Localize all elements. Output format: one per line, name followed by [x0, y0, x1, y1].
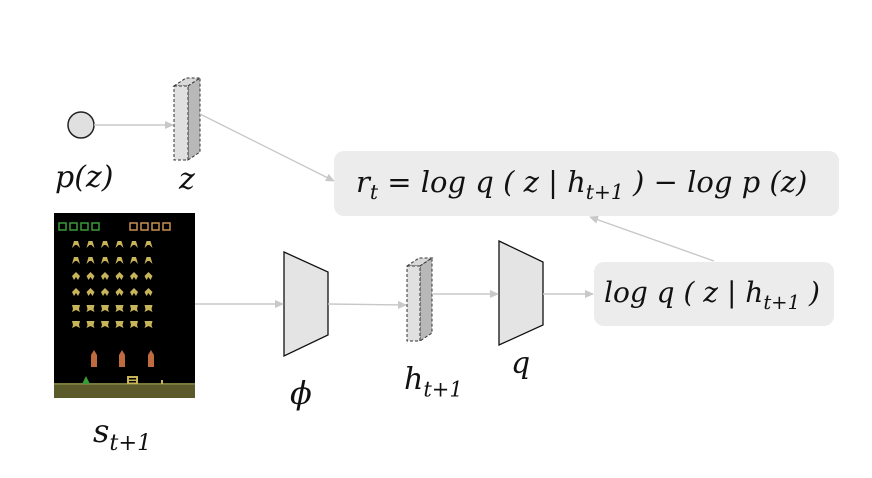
logq-text: log q ( z | h [604, 276, 764, 309]
logq-expression: log q ( z | ht+1 ) [604, 276, 820, 314]
hidden-subscript: t+1 [423, 377, 463, 402]
alien-sprite [72, 288, 80, 296]
alien-sprite [115, 321, 124, 328]
alien-sprite [130, 288, 138, 296]
alien-sprite [101, 321, 109, 328]
encoder-phi [283, 250, 329, 358]
reward-h-subscript: t+1 [585, 180, 624, 205]
arrow-phi-to-h [327, 300, 407, 309]
prior-node [67, 111, 95, 139]
hidden-symbol: h [404, 362, 424, 397]
reward-equation: rt = log q ( z | ht+1 ) − log p (z) [356, 165, 807, 204]
space-invaders-frame-icon [54, 213, 195, 398]
prior-label: p(z) [55, 160, 114, 195]
alien-sprite [130, 272, 138, 280]
alien-sprite [101, 288, 109, 296]
logq-close: ) [800, 276, 820, 309]
alien-sprite [115, 257, 124, 264]
hidden-label: ht+1 [404, 362, 463, 401]
alien-sprite [86, 321, 95, 328]
state-subscript: t+1 [109, 429, 152, 456]
alien-sprite [144, 272, 153, 280]
reward-subscript: t [369, 180, 379, 205]
alien-sprite [86, 272, 95, 280]
alien-sprite [72, 241, 80, 248]
reward-box [334, 151, 839, 216]
alien-sprite [101, 305, 109, 312]
alien-sprite [130, 241, 138, 248]
alien-sprite [72, 305, 80, 312]
alien-sprite [130, 257, 138, 264]
alien-sprite [130, 321, 138, 328]
latent-vector-z [172, 77, 202, 161]
arrow-logq-to-reward [589, 215, 715, 262]
alien-sprite [86, 288, 95, 296]
discriminator-label: q [511, 346, 531, 381]
alien-sprite [86, 241, 95, 248]
alien-sprite [115, 241, 124, 248]
alien-sprite [101, 272, 109, 280]
alien-sprite [101, 241, 109, 248]
alien-sprite [115, 305, 124, 312]
alien-sprite [101, 257, 109, 264]
alien-sprite [115, 272, 124, 280]
alien-sprite [72, 257, 80, 264]
logq-h-subscript: t+1 [763, 290, 801, 314]
logq-box [594, 262, 834, 326]
alien-sprite [144, 305, 153, 312]
state-label: st+1 [93, 412, 151, 456]
hidden-vector-h [405, 257, 434, 342]
alien-sprite [115, 288, 124, 296]
alien-sprite [72, 321, 80, 328]
encoder-label: ϕ [290, 374, 312, 412]
alien-sprite [130, 305, 138, 312]
reward-expr-a: = log q ( z | h [378, 165, 586, 199]
reward-expr-b: ) − log p (z) [623, 165, 808, 199]
alien-sprite [144, 241, 153, 248]
arrow-z-to-reward [199, 113, 335, 182]
alien-sprite [86, 305, 95, 312]
alien-sprite [144, 321, 153, 328]
latent-label: z [179, 162, 195, 197]
alien-sprite [72, 272, 80, 280]
state-symbol: s [93, 412, 110, 450]
discriminator-q [498, 239, 544, 347]
reward-symbol: r [356, 165, 370, 199]
alien-sprite [86, 257, 95, 264]
alien-sprite [144, 288, 153, 296]
alien-sprite [144, 257, 153, 264]
